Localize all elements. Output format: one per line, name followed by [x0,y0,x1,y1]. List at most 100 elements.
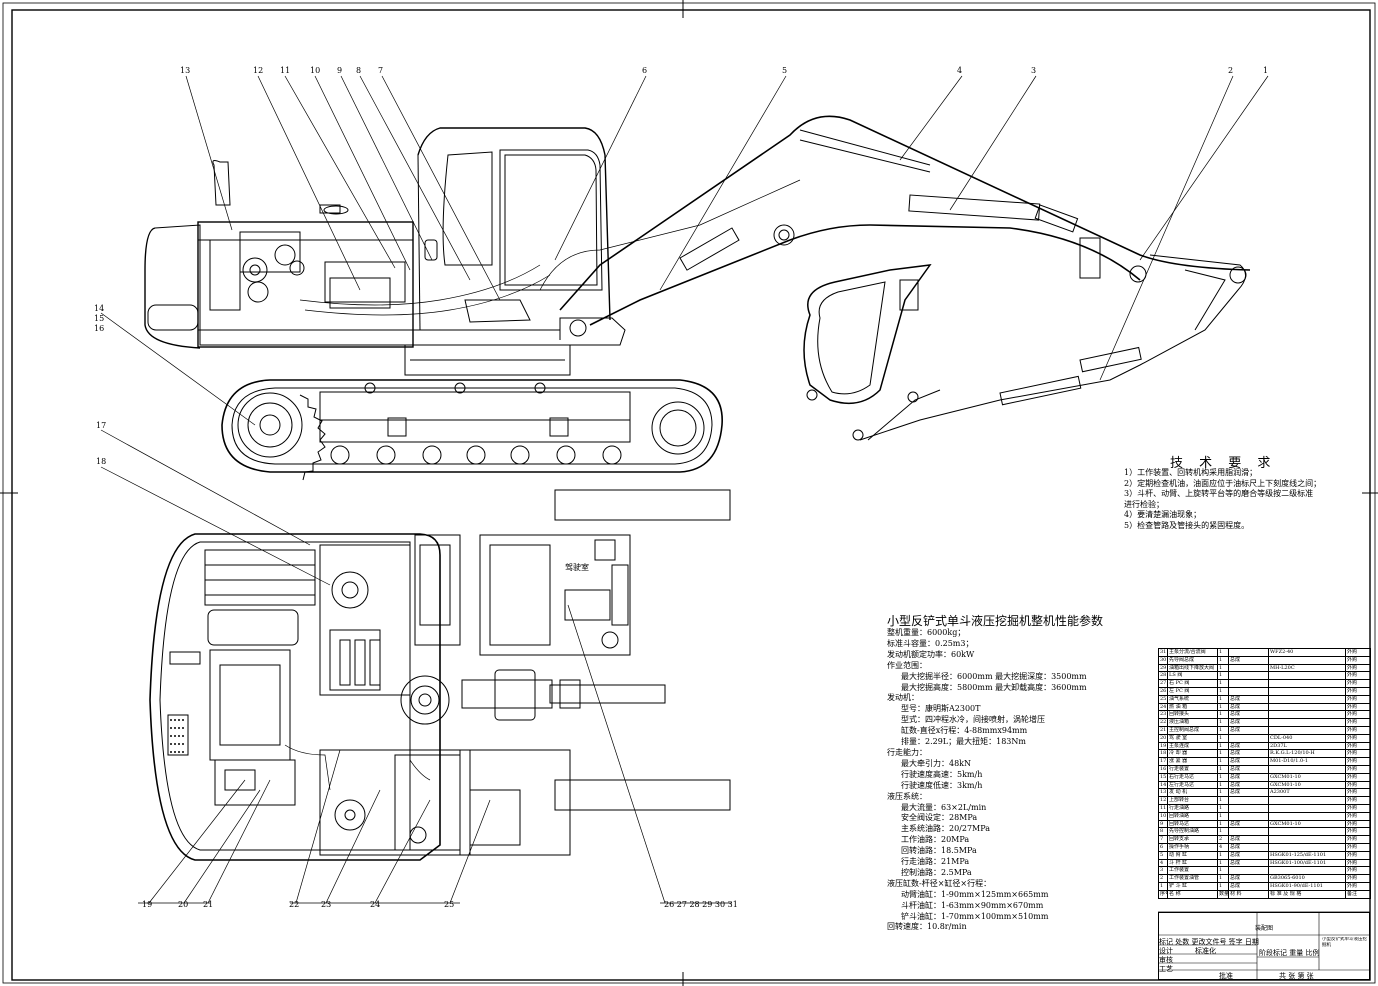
parts-list-cell: 1 [1217,702,1229,712]
parts-list-header-cell: 序号 [1158,889,1168,899]
parts-list-cell: 20 [1158,733,1168,743]
parts-list-cell: 6 [1158,842,1168,852]
parts-list-cell: 4 [1158,858,1168,868]
parts-list-cell [1228,663,1269,673]
spec-line: 缸数-直径x行程：4-88mmx94mm [901,726,1028,736]
parts-list-cell: 总成 [1228,881,1269,891]
parts-list-cell: 2 [1158,874,1168,883]
part-number-21: 21 [203,900,214,909]
parts-list-cell: 总成 [1228,874,1269,883]
part-number-17: 17 [96,421,107,430]
part-number-24: 24 [370,900,381,909]
spec-line: 液压缸数-杆径×缸径×行程： [887,878,992,888]
parts-list-cell: 燃 油 箱 [1167,702,1218,712]
parts-list-cell: 5 [1158,850,1168,860]
parts-list-cell: 外购 [1345,842,1371,852]
sheet-count: 共 张 第 张 [1279,972,1314,980]
parts-list-cell: 1 [1217,819,1229,829]
parts-list-cell: M01-D10/1.0-1 [1268,757,1346,766]
parts-list-cell: 总成 [1228,842,1269,852]
parts-list-cell: 1 [1217,874,1229,883]
parts-list-cell: 外购 [1345,835,1371,844]
parts-list-cell [1228,827,1269,837]
part-number-5: 5 [782,66,788,75]
spec-line: 主系统油路：20/27MPa [901,824,991,834]
parts-list-cell: 1 [1217,648,1229,657]
parts-list-cell: 涨 紧 器 [1167,757,1218,766]
part-number-14: 14 [94,304,105,313]
spec-line: 最大挖掘高度：5800mm 最大卸载高度：3600mm [901,682,1087,692]
parts-list-cell: 冷 却 器 [1167,749,1218,759]
parts-list-cell: 驾 驶 室 [1167,733,1218,743]
parts-list-cell: 1 [1217,710,1229,720]
part-number-25: 25 [444,900,455,909]
parts-list-cell [1268,725,1346,735]
parts-list-cell: 19 [1158,741,1168,751]
parts-list-cell: 操作手柄 [1167,842,1218,852]
part-number-10: 10 [310,66,321,75]
parts-list-cell: 外购 [1345,694,1371,704]
parts-list-cell: 30 [1158,655,1168,665]
parts-list-cell: 总成 [1228,819,1269,829]
parts-list-cell: 外购 [1345,741,1371,751]
parts-list-cell: 18 [1158,749,1168,759]
parts-list-cell: 1 [1217,749,1229,759]
parts-list-cell: 2D37L [1268,741,1346,751]
parts-list-cell: 外购 [1345,881,1371,891]
parts-list-cell: 总成 [1228,772,1269,782]
parts-list-cell: A2300T [1268,788,1346,798]
leader-lines-top [100,75,1269,586]
part-number-15: 15 [94,314,105,323]
parts-list-cell [1268,827,1346,837]
parts-list-cell: 1 [1217,671,1229,681]
parts-list-cell [1228,648,1269,657]
part-number-7: 7 [378,66,384,75]
check-label: 审核 [1159,956,1173,964]
standardization-label: 标准化 [1195,947,1216,955]
parts-list-cell: 上部转台 [1167,796,1218,805]
part-number-11: 11 [280,66,291,75]
parts-list-cell: 外购 [1345,710,1371,720]
tech-item: 2）定期检查机油，油面应位于油标尺上下刻度线之间； [1124,478,1322,488]
parts-list-cell: 总成 [1228,780,1269,790]
part-number-9: 9 [337,66,343,75]
parts-list-cell: 回转接头 [1167,710,1218,720]
tech-requirements-list: 1）工作装置、回转机构采用脂润滑； 2）定期检查机油，油面应位于油标尺上下刻度线… [1124,468,1364,531]
parts-list-cell: 1 [1217,881,1229,891]
part-number-16: 16 [94,324,105,333]
spec-line: 整机重量：6000kg； [887,628,966,637]
parts-list-cell: 1 [1217,850,1229,860]
title-block: 装配图 小型反铲式单斗液压挖掘机 标记 处数 更改文件号 签字 日期 设计 标准… [1158,912,1370,980]
side-view-excavator [144,115,1251,481]
parts-list-cell: 24 [1158,702,1168,712]
parts-list-cell: GXCM01-10 [1268,780,1346,790]
tech-item: 5）检查管路及管接头的紧固程度。 [1124,520,1250,530]
parts-list-cell: 外购 [1345,796,1371,805]
parts-list-cell: 1 [1217,827,1229,837]
parts-list-cell: 1 [1217,741,1229,751]
approve-label: 批准 [1219,972,1233,980]
parts-list-cell: 总成 [1228,835,1269,844]
parts-list-cell: 1 [1217,764,1229,774]
parts-list-cell: GB3065-6010 [1268,874,1346,883]
parts-list-cell: 1 [1217,733,1229,743]
parts-list-cell: 3 [1158,866,1168,876]
parts-list-cell: 1 [1217,679,1229,688]
parts-list-cell: 外购 [1345,858,1371,868]
parts-list-cell [1268,694,1346,704]
parts-list-cell: 外购 [1345,850,1371,860]
parts-list-cell: 总成 [1228,718,1269,727]
parts-list-cell: 1 [1217,772,1229,782]
parts-list-cell: 外购 [1345,811,1371,821]
designer-label: 设计 [1159,947,1173,955]
parts-list-cell: 外购 [1345,780,1371,790]
